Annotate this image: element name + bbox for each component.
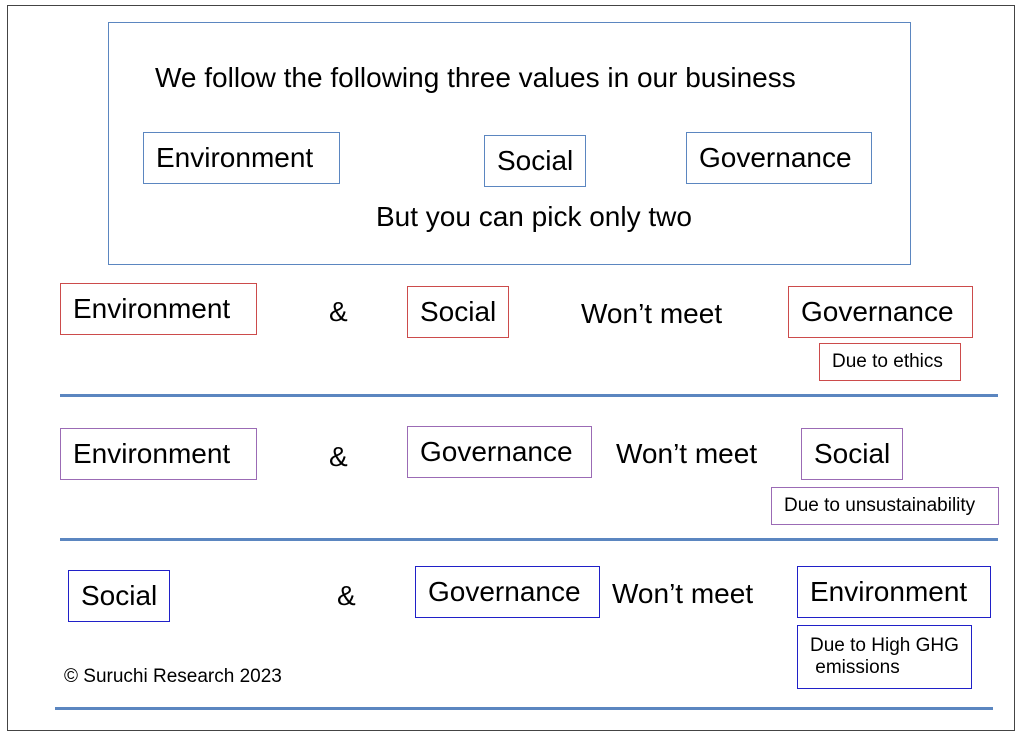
missed-label: Governance [801, 296, 954, 327]
pick-label: Governance [428, 576, 581, 607]
value-label: Governance [699, 142, 852, 173]
row3-connector: & [337, 580, 356, 611]
reason-label-line2: emissions [810, 657, 900, 678]
row2-pick-b: Governance [407, 426, 592, 478]
divider-2 [60, 538, 998, 541]
row1-connector: & [329, 296, 348, 327]
row2-reason: Due to unsustainability [771, 487, 999, 525]
missed-label: Social [814, 438, 891, 469]
row2-missed: Social [801, 428, 903, 480]
slide-frame [7, 5, 1015, 731]
row3-missed: Environment [797, 566, 991, 618]
row1-pick-b: Social [407, 286, 509, 338]
row3-pick-b: Governance [415, 566, 600, 618]
intro-subtitle: But you can pick only two [376, 201, 692, 232]
divider-1 [60, 394, 998, 397]
intro-title: We follow the following three values in … [155, 62, 796, 93]
pick-label: Environment [73, 438, 231, 469]
row3-pick-a: Social [68, 570, 170, 622]
row3-verb: Won’t meet [612, 578, 754, 609]
row2-pick-a: Environment [60, 428, 257, 480]
pick-label: Environment [73, 293, 231, 324]
pick-label: Social [81, 580, 158, 611]
values-intro-box [108, 22, 911, 265]
copyright-text: © Suruchi Research 2023 [64, 666, 282, 687]
row1-pick-a: Environment [60, 283, 257, 335]
missed-label: Environment [810, 576, 968, 607]
value-box-social: Social [484, 135, 586, 187]
value-box-governance: Governance [686, 132, 872, 184]
row1-verb: Won’t meet [581, 298, 723, 329]
row2-verb: Won’t meet [616, 438, 758, 469]
value-label: Environment [156, 142, 314, 173]
divider-3 [55, 707, 993, 710]
row1-missed: Governance [788, 286, 973, 338]
reason-label-line1: Due to High GHG [810, 635, 959, 656]
pick-label: Social [420, 296, 497, 327]
reason-label: Due to unsustainability [784, 495, 976, 516]
value-box-environment: Environment [143, 132, 340, 184]
row1-reason: Due to ethics [819, 343, 961, 381]
value-label: Social [497, 145, 574, 176]
row2-connector: & [329, 441, 348, 472]
pick-label: Governance [420, 436, 573, 467]
row3-reason: Due to High GHG emissions [797, 625, 972, 689]
reason-label: Due to ethics [832, 351, 943, 372]
